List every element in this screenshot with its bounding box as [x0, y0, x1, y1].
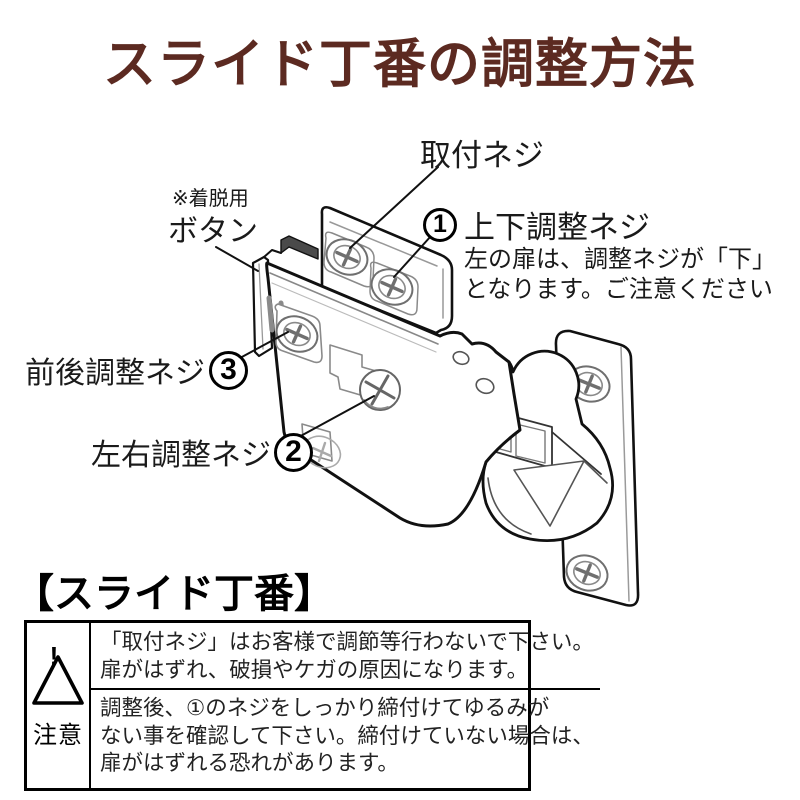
label-detach-note: ※着脱用 — [172, 188, 249, 210]
warning-text: 扉がはずれ、破損やケガの原因になります。 — [100, 657, 529, 682]
leader-left-right — [296, 395, 375, 439]
circled-number-1: 1 — [423, 207, 457, 242]
label-vertical-adjust: 1 上下調整ネジ — [423, 202, 650, 247]
label-front-back-adjust: 前後調整ネジ 3 — [25, 348, 248, 392]
section-heading: 【スライド丁番】 — [14, 572, 334, 616]
warning-text: ない事を確認して下さい。締付けていない場合は、 — [100, 723, 594, 748]
label-vertical-adjust-text: 上下調整ネジ — [464, 210, 650, 245]
leader-button — [215, 246, 259, 272]
warning-text: 調整後、①のネジをしっかり締付けてゆるみが — [100, 696, 550, 720]
label-detach-button: ボタン — [168, 215, 258, 248]
note-line-1: 左の扉は、調整ネジが「下」 — [464, 246, 776, 273]
note-line-2: となります。ご注意ください — [464, 275, 773, 303]
label-left-right-text: 左右調整ネジ — [91, 439, 271, 472]
leader-front-back — [239, 331, 289, 359]
warning-text: 扉がはずれる恐れがあります。 — [100, 751, 399, 775]
left-right-adjust-screw-icon — [359, 369, 401, 411]
circled-number-3: 3 — [209, 350, 248, 390]
label-left-right-adjust: 左右調整ネジ 2 — [91, 430, 313, 474]
leader-vertical-adjust — [393, 235, 432, 278]
warning-row-2: 調整後、①のネジをしっかり締付けてゆるみが ない事を確認して下さい。締付けていな… — [91, 690, 600, 788]
leader-mounting-screw — [349, 166, 439, 249]
caution-cell: ! 注意 — [27, 623, 91, 788]
caution-label: 注意 — [33, 722, 83, 749]
warning-table: ! 注意 「取付ネジ」はお客様で調節等行わないで下さい。 扉がはずれ、破損やケガ… — [24, 620, 600, 791]
page-title: スライド丁番の調整方法 — [103, 35, 697, 94]
label-front-back-text: 前後調整ネジ — [25, 357, 205, 390]
warning-triangle-icon — [32, 655, 84, 705]
label-mounting-screw: 取付ネジ — [420, 138, 544, 173]
mounting-bracket — [319, 205, 454, 335]
warning-row-1: 「取付ネジ」はお客様で調節等行わないで下さい。 扉がはずれ、破損やケガの原因にな… — [91, 623, 600, 690]
exclamation-mark: ! — [49, 641, 59, 671]
warning-text: 「取付ネジ」はお客様で調節等行わないで下さい。 — [100, 630, 594, 654]
circled-number-2: 2 — [274, 432, 313, 472]
label-vertical-adjust-note: 左の扉は、調整ネジが「下」 となります。ご注意ください — [464, 245, 776, 304]
